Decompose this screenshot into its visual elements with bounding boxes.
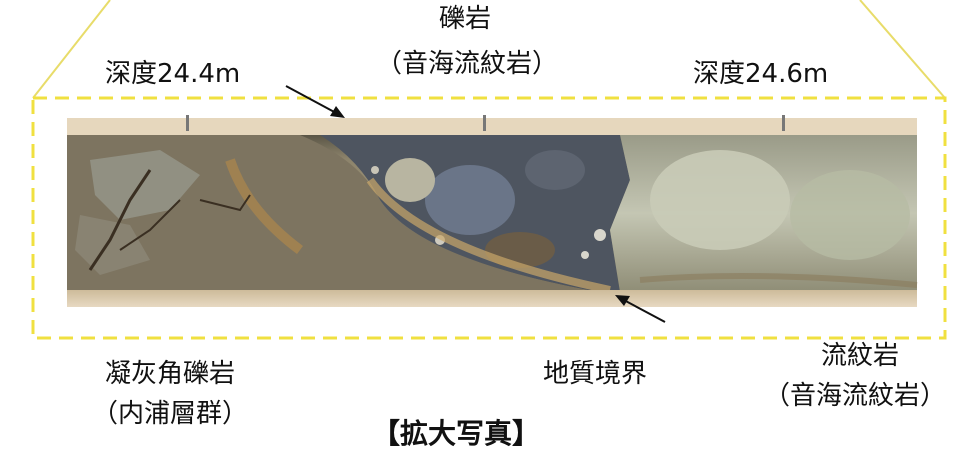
figure-caption: 【拡大写真】 [372,417,541,450]
rhyolite-sublabel: （音海流紋岩） [763,381,946,411]
core-sample-photo [67,115,918,307]
arrow-boundary-pointer [615,295,666,323]
depth-label-right: 深度24.6m [693,59,829,89]
geologic-boundary-label: 地質境界 [543,359,648,389]
conglomerate-subtitle: （音海流紋岩） [375,49,558,79]
leader-line-right [859,0,946,99]
arrow-depth-pointer [285,85,345,118]
conglomerate-title: 礫岩 [438,4,491,34]
rhyolite-label: 流紋岩 [820,341,899,371]
depth-label-left: 深度24.4m [105,59,241,89]
leader-line-left [32,0,111,99]
tuff-breccia-sublabel: （内浦層群） [91,399,248,429]
tuff-breccia-label: 凝灰角礫岩 [104,359,235,389]
zoom-frame [31,96,947,340]
